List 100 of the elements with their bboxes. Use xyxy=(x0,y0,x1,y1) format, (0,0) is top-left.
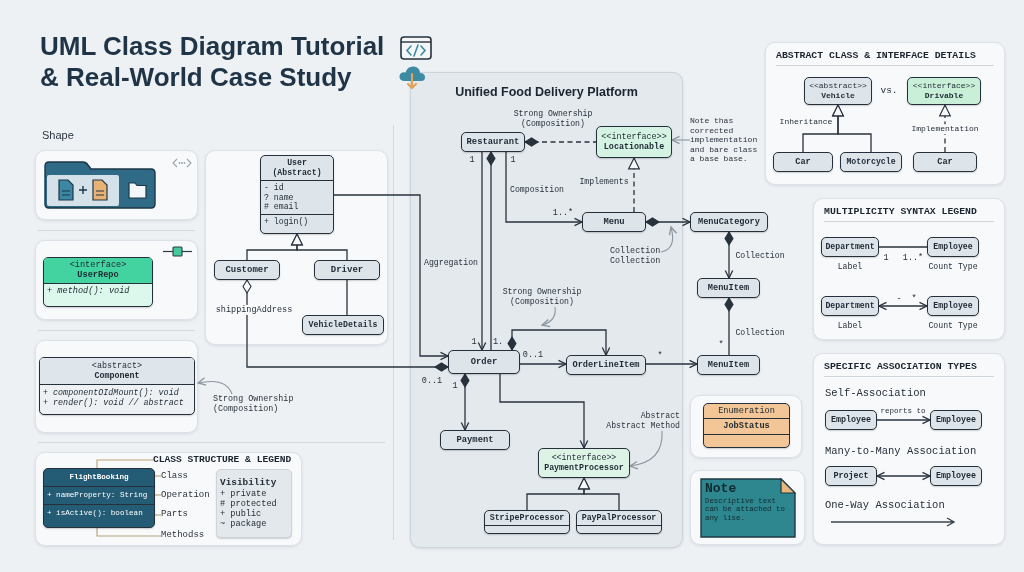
class-name: Locationable xyxy=(602,142,666,153)
multiplicity-label: - xyxy=(896,293,902,305)
association-line xyxy=(346,279,348,316)
class-box xyxy=(927,296,979,316)
panel xyxy=(690,395,802,458)
multiplicity-label: * xyxy=(657,350,663,362)
callout-text: Strong Ownership (Composition) xyxy=(502,287,582,307)
stereotype-label: Enumeration xyxy=(717,406,776,417)
class-name: Driver xyxy=(329,264,365,276)
edge-label: shippingAddress xyxy=(213,304,295,316)
panel xyxy=(690,470,805,545)
legend-term: Class xyxy=(161,471,189,482)
leader-line xyxy=(154,475,162,477)
subheading: Many-to-Many Association xyxy=(825,445,977,458)
subheading: Self-Association xyxy=(825,387,926,400)
class-box xyxy=(214,260,280,280)
edge-label: Inheritance xyxy=(779,117,833,127)
class-name: MenuCategory xyxy=(697,216,761,228)
attribute-text: - id xyxy=(263,182,285,193)
panel xyxy=(35,240,198,320)
class-box xyxy=(314,260,380,280)
node-caption: Label xyxy=(837,321,863,331)
leader-line xyxy=(154,514,162,516)
class-box xyxy=(821,237,879,257)
attribute-text: # email xyxy=(263,202,300,213)
method-text: + render(): void // abstract xyxy=(42,398,185,409)
interface-box xyxy=(907,77,981,105)
leader-arrow xyxy=(541,306,556,327)
abstract-class-box xyxy=(39,357,195,415)
edge-label: Implementation xyxy=(909,124,981,134)
multiplicity-label: 1 xyxy=(510,154,516,166)
class-name: Project xyxy=(832,470,870,482)
multiplicity-label: * xyxy=(718,339,724,351)
inheritance-arrow xyxy=(291,233,348,261)
stereotype-label: <<interface>> xyxy=(600,131,668,142)
panel xyxy=(410,72,683,548)
abstract-class-box xyxy=(260,155,334,234)
panel-heading: MULTIPLICITY SYNTAX LEGEND xyxy=(824,206,994,222)
edge-label: Collection xyxy=(735,251,785,261)
class-box xyxy=(302,315,384,335)
stereotype-label: <<abstract>> xyxy=(808,81,868,91)
node-caption: Count Type xyxy=(928,262,978,272)
panel xyxy=(813,198,1005,340)
multiplicity-label: 1 xyxy=(883,252,889,264)
legend-term: Parts xyxy=(161,509,189,520)
class-name: Customer xyxy=(224,264,270,276)
multiplicity-label: 1..* xyxy=(552,207,574,219)
association-arrow xyxy=(499,373,589,449)
class-name: PaymentProcessor xyxy=(543,463,625,473)
class-name: (Abstract) xyxy=(271,167,323,178)
class-name: User xyxy=(286,158,308,168)
stereotype-label: <<interface>> xyxy=(911,81,977,91)
list-entry: + private xyxy=(219,488,268,499)
class-name: Vehicle xyxy=(820,91,856,101)
association-arrow xyxy=(519,359,567,369)
class-name: Drivable xyxy=(923,91,965,101)
composition-arrow xyxy=(507,329,611,356)
class-name: Employee xyxy=(934,414,978,426)
method-text: + login() xyxy=(263,217,310,228)
inheritance-arrow xyxy=(578,477,620,511)
edge-label: Implements xyxy=(579,177,629,187)
multiplicity-label: 1. xyxy=(492,336,504,348)
box-heading: Visibility xyxy=(219,477,278,489)
node-caption: Label xyxy=(837,262,863,272)
class-name: Department xyxy=(824,301,876,311)
inheritance-arrow xyxy=(832,104,872,153)
class-box xyxy=(566,355,646,375)
note-text: Note thas corrected implementation and bare class a base base. xyxy=(690,116,759,164)
interface-box xyxy=(538,448,630,478)
stereotype-label: <abstract> xyxy=(90,361,144,372)
class-name: Component xyxy=(93,371,141,382)
association-arrow xyxy=(333,194,449,361)
class-box xyxy=(697,355,760,375)
class-name: Motorcycle xyxy=(845,157,897,167)
edge-label: Aggregation xyxy=(424,258,478,268)
class-name: Payment xyxy=(455,434,495,446)
association-arrow xyxy=(876,471,931,481)
versus-label: vs. xyxy=(880,85,898,97)
composition-arrow xyxy=(724,231,734,279)
multiplicity-label: 1..* xyxy=(902,252,924,264)
panel xyxy=(35,452,302,546)
multiplicity-label: 0..1 xyxy=(421,375,443,387)
composition-line xyxy=(724,297,734,356)
panel xyxy=(765,42,1005,185)
stereotype-label: <<interface>> xyxy=(550,453,618,463)
class-box xyxy=(773,152,833,172)
class-name: OrderLineItem xyxy=(571,359,641,371)
association-line xyxy=(878,246,928,248)
association-arrow xyxy=(477,151,487,351)
panel xyxy=(35,340,198,433)
class-box xyxy=(440,430,510,450)
class-box xyxy=(43,468,155,528)
abstract-class-box xyxy=(804,77,872,105)
panel-heading: ABSTRACT CLASS & INTERFACE DETAILS xyxy=(776,50,994,66)
enum-box xyxy=(703,403,790,448)
leader-arrow xyxy=(660,226,677,253)
panel-title: Unified Food Delivery Platform xyxy=(455,85,638,99)
class-name: Restaurant xyxy=(465,136,521,148)
multiplicity-label: 1 xyxy=(452,380,458,392)
association-arrow xyxy=(645,359,698,369)
